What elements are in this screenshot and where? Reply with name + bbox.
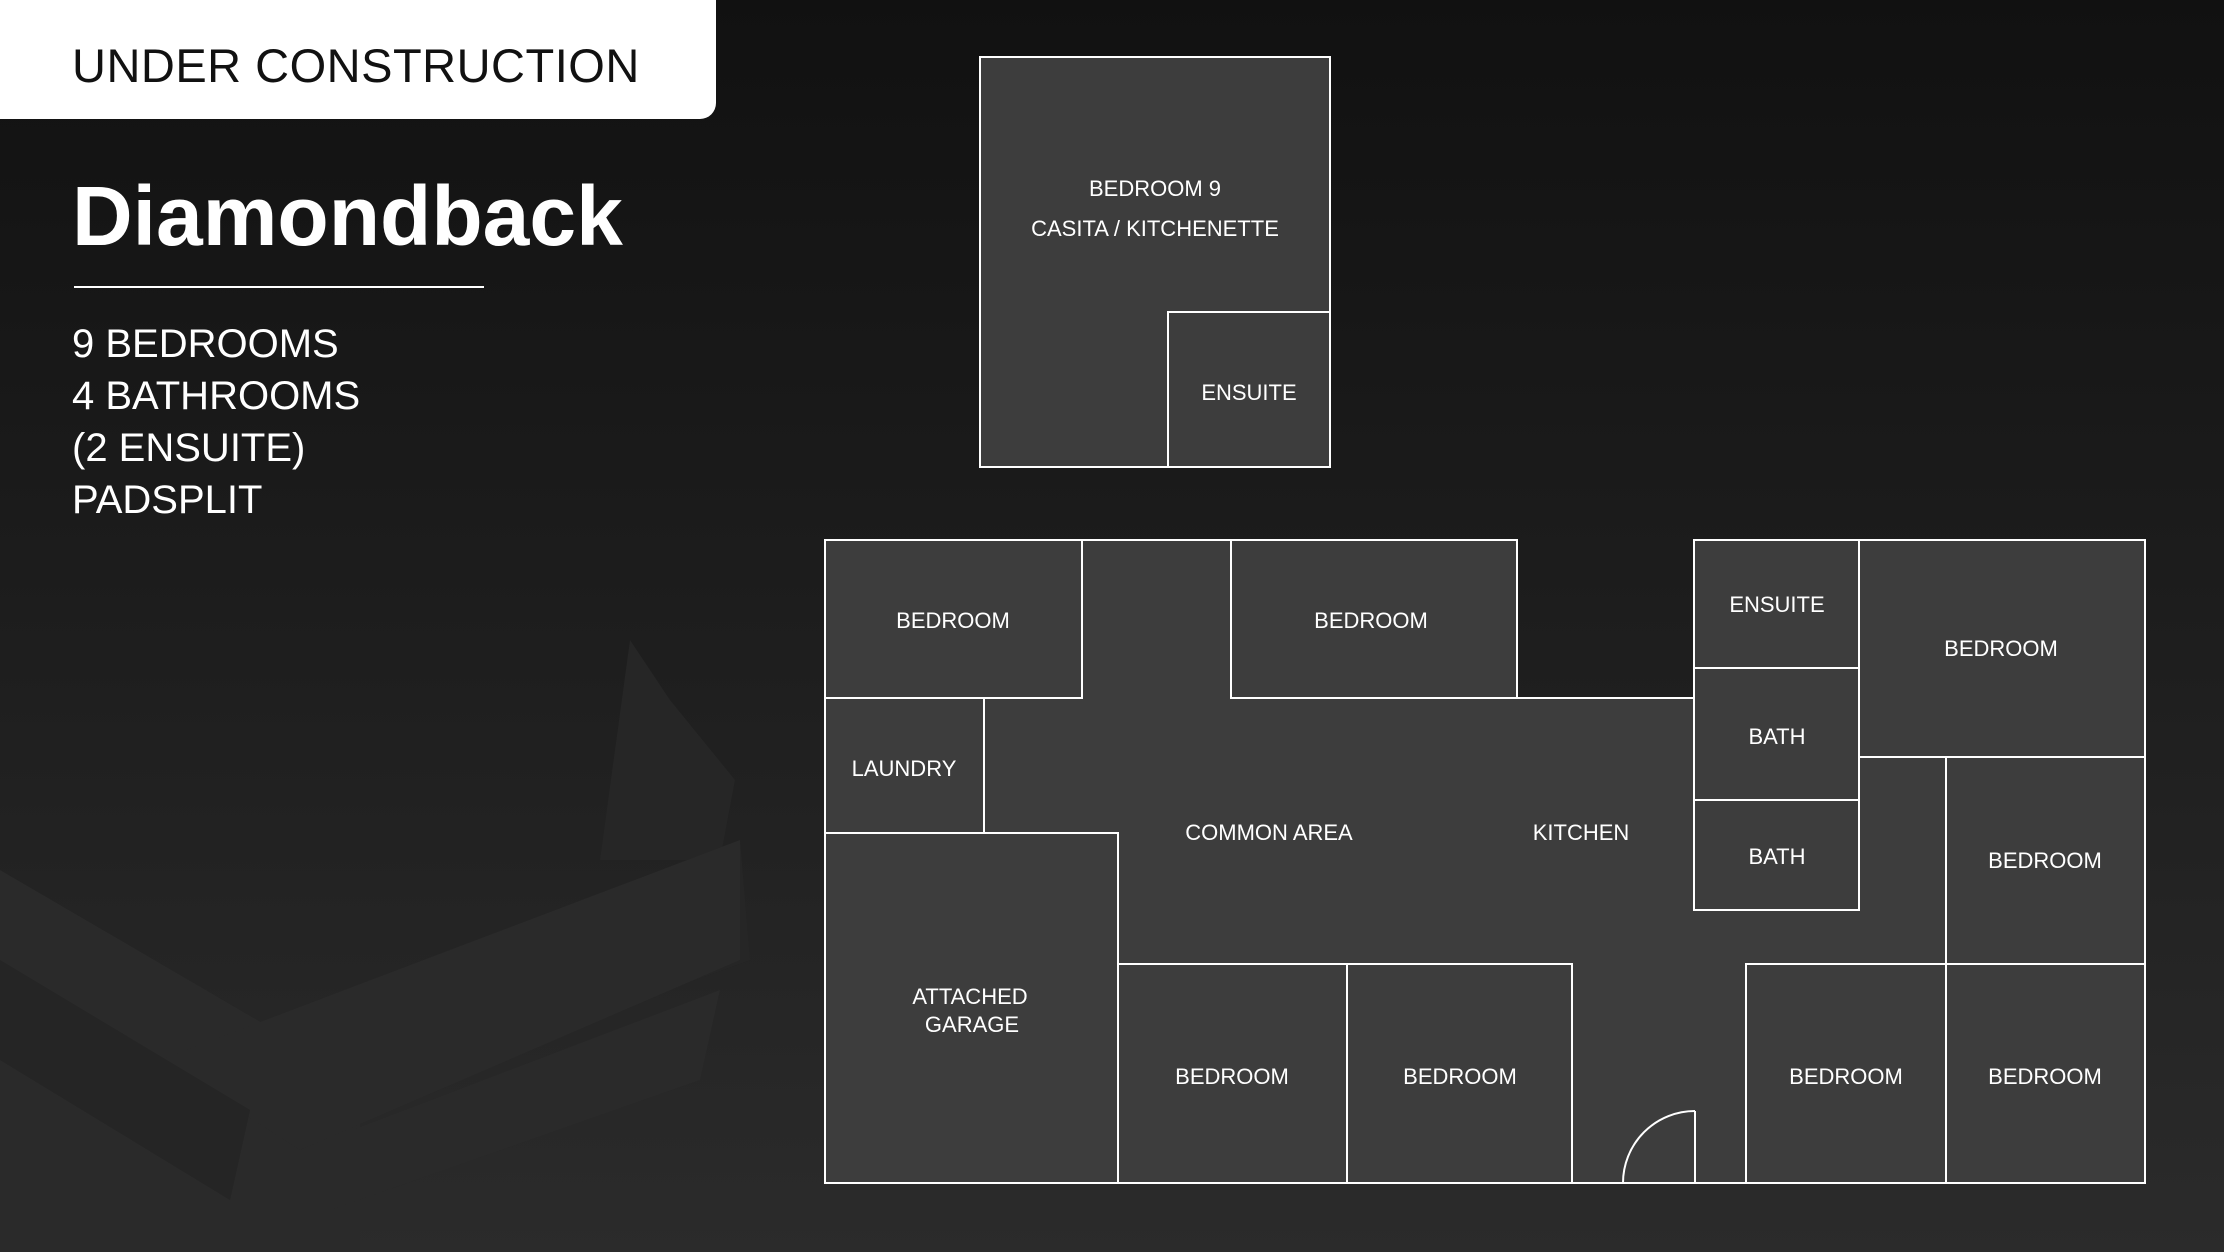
stat-bathrooms: 4 BATHROOMS [72,374,361,418]
ensuite-right-room [1693,539,1860,669]
status-badge: UNDER CONSTRUCTION [0,0,716,119]
bedroom-top-left-room [824,539,1083,699]
label-laundry: LAUNDRY [852,756,957,781]
label-bedroom-mid-right: BEDROOM [1988,848,2102,873]
bedroom-bottom-3-room [1745,963,1947,1184]
label-kitchen: KITCHEN [1533,820,1630,845]
garage-room [824,832,1119,1184]
label-bedroom-top-right: BEDROOM [1944,636,2058,661]
property-title: Diamondback [72,169,623,263]
casita-ensuite-room [1167,311,1331,468]
label-casita-kitchenette: CASITA / KITCHENETTE [1031,216,1279,241]
label-bedroom-bottom-4: BEDROOM [1988,1064,2102,1089]
label-garage-line2: GARAGE [925,1012,1019,1037]
status-badge-label: UNDER CONSTRUCTION [72,39,640,92]
property-stats: 9 BEDROOMS 4 BATHROOMS (2 ENSUITE) PADSP… [72,318,360,526]
label-bedroom-top-mid: BEDROOM [1314,608,1428,633]
bedroom-mid-right-room [1945,756,2146,965]
label-common-area: COMMON AREA [1185,820,1353,845]
label-casita-bedroom: BEDROOM 9 [1089,176,1221,201]
laundry-room [824,697,985,834]
stat-program: PADSPLIT [72,478,263,522]
bedroom-bottom-2-room [1346,963,1573,1184]
label-ensuite-right: ENSUITE [1729,592,1824,617]
bedroom-top-mid-room [1230,539,1518,699]
bedroom-top-right-room [1858,539,2146,758]
label-casita-ensuite: ENSUITE [1201,380,1296,405]
label-bedroom-bottom-3: BEDROOM [1789,1064,1903,1089]
stat-bedrooms: 9 BEDROOMS [72,322,339,366]
label-bath-2: BATH [1748,844,1805,869]
label-bedroom-top-left: BEDROOM [896,608,1010,633]
bedroom-bottom-1-room [1117,963,1348,1184]
title-divider [74,286,484,288]
door-swing-icon [1622,1110,1696,1184]
label-bedroom-bottom-1: BEDROOM [1175,1064,1289,1089]
label-bath-1: BATH [1748,724,1805,749]
bath-2-room [1693,799,1860,911]
bedroom-bottom-4-room [1945,963,2146,1184]
stat-ensuite: (2 ENSUITE) [72,426,306,470]
label-garage-line1: ATTACHED [912,984,1027,1009]
label-bedroom-bottom-2: BEDROOM [1403,1064,1517,1089]
